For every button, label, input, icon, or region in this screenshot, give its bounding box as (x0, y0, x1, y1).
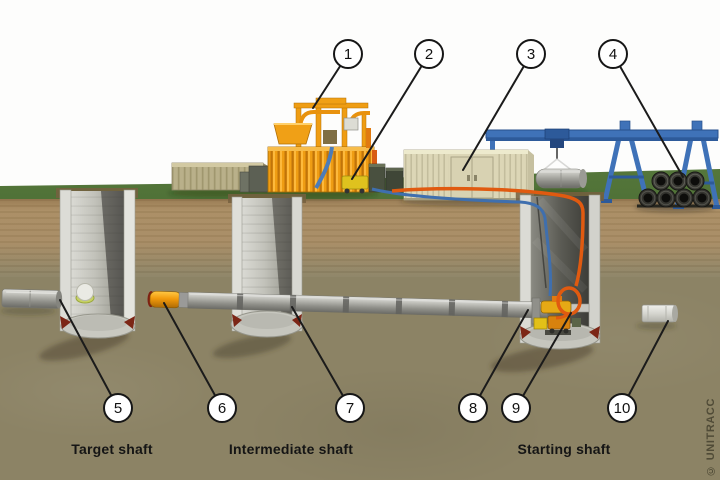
leader-line-5 (59, 299, 119, 409)
slurry-pipe-blue (314, 146, 334, 189)
callout-5: 5 (103, 393, 133, 423)
hose-blue (371, 187, 553, 297)
leader-line-2 (351, 53, 430, 180)
hanging-pipe (535, 168, 587, 189)
callout-7: 7 (335, 393, 365, 423)
entry-eye (75, 283, 95, 304)
separation-plant (239, 97, 404, 194)
slurry-pump (341, 175, 369, 194)
intermediate-shaft (228, 194, 306, 338)
hose-orange (391, 186, 585, 320)
callout-1: 1 (333, 39, 363, 69)
callout-9: 9 (501, 393, 531, 423)
product-pipe-left (1, 288, 63, 309)
label-target-shaft: Target shaft (71, 441, 153, 457)
generator-units (368, 163, 404, 193)
pipe-storage (637, 171, 713, 208)
pipe-joints (236, 293, 509, 318)
callout-4: 4 (598, 39, 628, 69)
control-container (403, 149, 534, 201)
callout-6: 6 (207, 393, 237, 423)
copyright-watermark: © UNITRACC (705, 397, 717, 477)
callout-2: 2 (414, 39, 444, 69)
target-shaft (56, 188, 138, 339)
leader-line-4 (612, 53, 684, 178)
jacking-pipe-string (147, 290, 549, 319)
leader-line-10 (621, 320, 669, 409)
leader-line-7 (291, 306, 351, 409)
gantry-crane (485, 120, 720, 209)
leader-lines (59, 53, 684, 409)
hoist-trolley (540, 128, 575, 173)
supply-hoses (371, 186, 585, 320)
stored-pipe (638, 171, 712, 208)
label-starting-shaft: Starting shaft (517, 441, 611, 457)
callout-10: 10 (607, 393, 637, 423)
callout-3: 3 (516, 39, 546, 69)
callout-8: 8 (458, 393, 488, 423)
label-intermediate-shaft: Intermediate shaft (228, 441, 354, 457)
leader-line-8 (472, 309, 529, 409)
leader-line-9 (515, 312, 572, 409)
leader-line-6 (163, 302, 223, 409)
product-pipe-right (641, 304, 678, 323)
leader-line-3 (462, 53, 532, 171)
gantry-beam (485, 129, 719, 139)
